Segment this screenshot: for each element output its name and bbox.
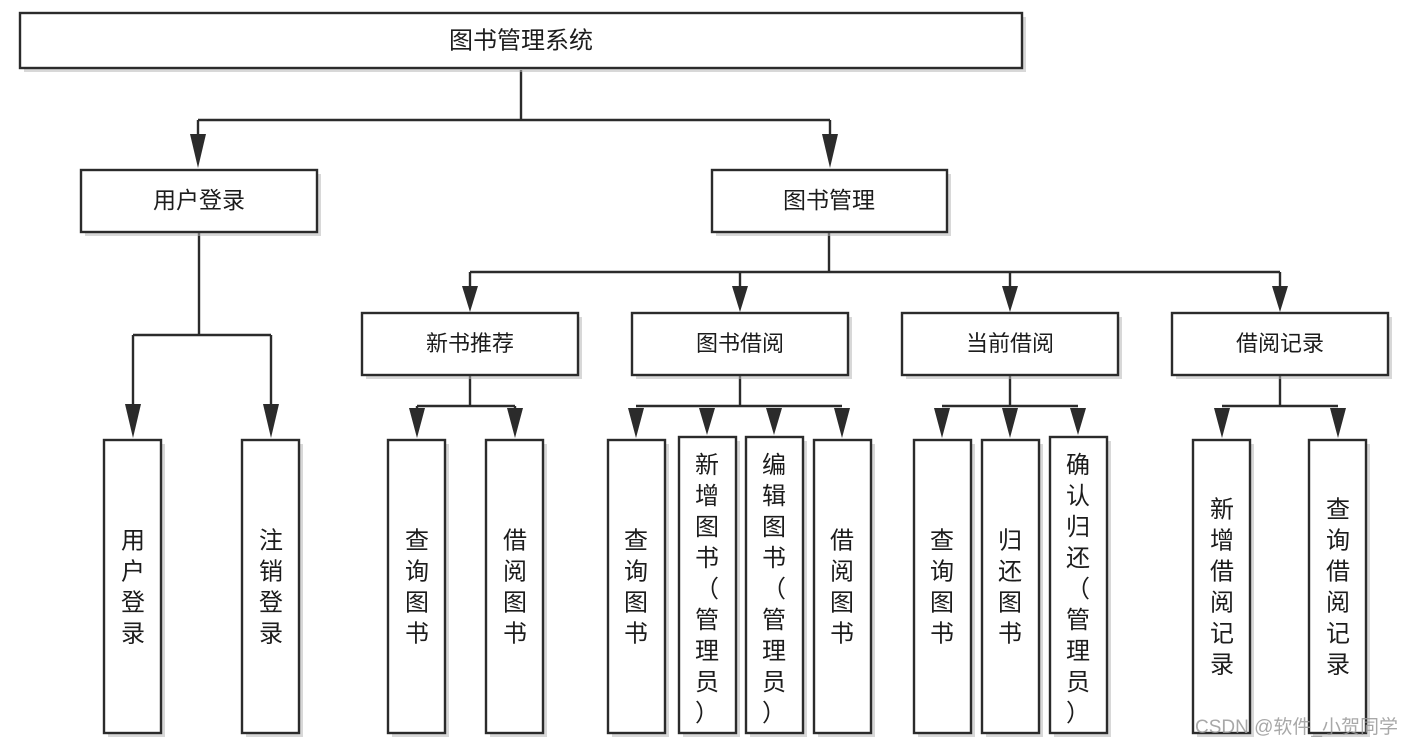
node-leaf-query-book-current[interactable]: 查询图书	[912, 438, 975, 737]
arrow-head-leaf-borrow-book-recommend	[507, 408, 523, 438]
node-leaf-edit-book-admin-label: 编辑图书（管理员）	[762, 452, 786, 727]
node-leaf-confirm-return-admin[interactable]: 确认归还（管理员）	[1048, 435, 1111, 737]
node-leaf-query-book-recommend[interactable]: 查询图书	[386, 438, 449, 737]
node-leaf-borrow-book-label: 借阅图书	[830, 528, 854, 648]
node-leaf-borrow-book-recommend[interactable]: 借阅图书	[484, 438, 547, 737]
node-user-login-label: 用户登录	[153, 187, 245, 213]
arrow-head-leaf-return-book	[1002, 408, 1018, 438]
node-leaf-query-book-borrow-label: 查询图书	[624, 528, 648, 648]
node-leaf-query-borrow-record[interactable]: 查询借阅记录	[1307, 438, 1370, 737]
node-leaf-edit-book-admin-box[interactable]	[744, 435, 805, 735]
node-leaf-query-book-borrow-box[interactable]	[606, 438, 667, 735]
node-leaf-add-borrow-record-box[interactable]	[1191, 438, 1252, 735]
node-leaf-confirm-return-admin-label: 确认归还（管理员）	[1066, 452, 1090, 727]
arrow-head-current-borrow	[1002, 286, 1018, 312]
node-leaf-add-borrow-record-label: 新增借阅记录	[1210, 497, 1234, 679]
node-root[interactable]: 图书管理系统	[18, 11, 1026, 72]
node-leaf-query-borrow-record-box[interactable]	[1307, 438, 1368, 735]
arrow-head-leaf-user-login	[125, 404, 141, 438]
node-leaf-add-book-admin-box[interactable]	[677, 435, 738, 735]
arrow-head-leaf-add-book-admin	[699, 408, 715, 435]
node-user-login[interactable]: 用户登录	[79, 168, 321, 236]
node-leaf-query-borrow-record-label: 查询借阅记录	[1326, 497, 1350, 679]
arrow-head-leaf-query-borrow-record	[1330, 408, 1346, 438]
node-leaf-borrow-book[interactable]: 借阅图书	[812, 438, 875, 737]
node-new-book-recommend[interactable]: 新书推荐	[360, 311, 582, 379]
node-leaf-add-book-admin-label: 新增图书（管理员）	[695, 452, 719, 727]
node-leaf-query-book-recommend-label: 查询图书	[405, 528, 429, 648]
node-root-label: 图书管理系统	[449, 27, 593, 54]
node-leaf-user-login-box[interactable]	[102, 438, 163, 735]
arrow-head-leaf-edit-book-admin	[766, 408, 782, 435]
node-leaf-query-book-current-label: 查询图书	[930, 528, 954, 648]
node-book-borrow[interactable]: 图书借阅	[630, 311, 852, 379]
node-leaf-query-book-current-box[interactable]	[912, 438, 973, 735]
arrow-head-leaf-query-book-borrow	[628, 408, 644, 438]
node-leaf-user-login-label: 用户登录	[121, 528, 145, 648]
node-borrow-record-box[interactable]	[1170, 311, 1390, 377]
node-leaf-borrow-book-recommend-box[interactable]	[484, 438, 545, 735]
node-leaf-borrow-book-recommend-label: 借阅图书	[503, 528, 527, 648]
node-borrow-record[interactable]: 借阅记录	[1170, 311, 1392, 379]
node-book-borrow-box[interactable]	[630, 311, 850, 377]
arrow-head-book-borrow	[732, 286, 748, 312]
node-leaf-return-book-label: 归还图书	[998, 528, 1022, 648]
node-root-box[interactable]	[18, 11, 1024, 70]
node-leaf-query-book-recommend-box[interactable]	[386, 438, 447, 735]
node-leaf-user-login[interactable]: 用户登录	[102, 438, 165, 737]
node-leaf-user-logout-box[interactable]	[240, 438, 301, 735]
node-current-borrow[interactable]: 当前借阅	[900, 311, 1122, 379]
arrow-head-new-book-recommend	[462, 286, 478, 312]
arrow-head-leaf-confirm-return-admin	[1070, 408, 1086, 435]
node-book-management-box[interactable]	[710, 168, 949, 234]
node-book-management-label: 图书管理	[783, 187, 875, 213]
node-leaf-return-book[interactable]: 归还图书	[980, 438, 1043, 737]
node-book-management[interactable]: 图书管理	[710, 168, 951, 236]
node-leaf-add-borrow-record[interactable]: 新增借阅记录	[1191, 438, 1254, 737]
arrow-head-leaf-borrow-book	[834, 408, 850, 438]
node-leaf-add-book-admin[interactable]: 新增图书（管理员）	[677, 435, 740, 737]
node-leaf-return-book-box[interactable]	[980, 438, 1041, 735]
arrow-head-leaf-user-logout	[263, 404, 279, 438]
arrow-head-book-management	[822, 134, 838, 168]
arrow-head-leaf-query-book-current	[934, 408, 950, 438]
node-leaf-borrow-book-box[interactable]	[812, 438, 873, 735]
node-leaf-user-logout[interactable]: 注销登录	[240, 438, 303, 737]
node-leaf-confirm-return-admin-box[interactable]	[1048, 435, 1109, 735]
arrow-head-borrow-record	[1272, 286, 1288, 312]
node-user-login-box[interactable]	[79, 168, 319, 234]
node-current-borrow-box[interactable]	[900, 311, 1120, 377]
node-book-borrow-label: 图书借阅	[696, 331, 784, 356]
node-leaf-user-logout-label: 注销登录	[259, 528, 283, 648]
node-borrow-record-label: 借阅记录	[1236, 331, 1324, 356]
node-new-book-recommend-label: 新书推荐	[426, 331, 514, 356]
node-new-book-recommend-box[interactable]	[360, 311, 580, 377]
node-leaf-query-book-borrow[interactable]: 查询图书	[606, 438, 669, 737]
arrow-head-leaf-add-borrow-record	[1214, 408, 1230, 438]
arrow-head-leaf-query-book-recommend	[409, 408, 425, 438]
node-leaf-edit-book-admin[interactable]: 编辑图书（管理员）	[744, 435, 807, 737]
connector-layer	[125, 70, 1346, 438]
csdn-watermark: CSDN @软件_小贺同学	[1195, 716, 1398, 738]
arrow-head-user-login	[190, 134, 206, 168]
node-current-borrow-label: 当前借阅	[966, 331, 1054, 356]
